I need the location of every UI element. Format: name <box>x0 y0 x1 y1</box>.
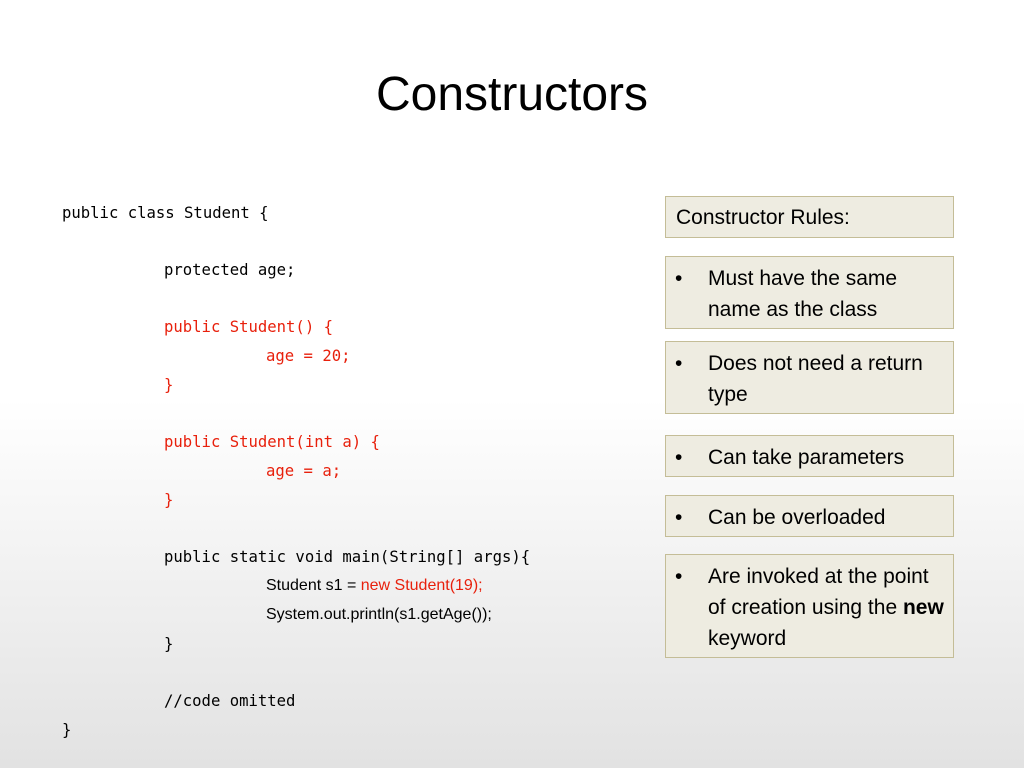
rule-text: Are invoked at the point of creation usi… <box>708 565 944 650</box>
code-line: System.out.println(s1.getAge()); <box>266 606 492 623</box>
code-line: } <box>62 721 72 739</box>
code-line-highlighted: } <box>164 491 174 509</box>
code-text-highlighted: new Student(19); <box>360 577 483 594</box>
code-line-highlighted: public Student() { <box>164 318 333 336</box>
bullet-icon: • <box>675 506 683 529</box>
code-line: Student s1 = new Student(19); <box>266 576 483 596</box>
rule-box: • Can take parameters <box>665 435 954 477</box>
slide-title: Constructors <box>375 68 649 121</box>
rule-text-part: Are invoked at the point of creation usi… <box>708 565 929 619</box>
code-line-highlighted: age = 20; <box>266 347 351 365</box>
rule-text: Does not need a return type <box>708 352 923 406</box>
rule-text: Must have the same name as the class <box>708 267 898 321</box>
code-line-highlighted: public Student(int a) { <box>164 433 380 451</box>
bullet-icon: • <box>675 565 683 588</box>
code-line: public class Student { <box>62 204 269 222</box>
code-line: protected age; <box>164 261 296 279</box>
code-text: Student s1 = <box>266 577 361 594</box>
code-line-highlighted: } <box>164 376 174 394</box>
code-line-highlighted: age = a; <box>266 462 342 480</box>
rule-text: Can be overloaded <box>708 506 886 529</box>
code-line: public static void main(String[] args){ <box>164 548 531 566</box>
rule-box: • Does not need a return type <box>665 341 954 414</box>
keyword-new: new <box>902 596 944 619</box>
rule-box: • Can be overloaded <box>665 495 954 537</box>
bullet-icon: • <box>675 446 683 469</box>
rule-text-part: keyword <box>708 627 787 650</box>
bullet-icon: • <box>675 352 683 375</box>
rules-header-box: Constructor Rules: <box>665 196 954 238</box>
bullet-icon: • <box>675 267 683 290</box>
rule-text: Can take parameters <box>708 446 905 469</box>
rule-box: • Must have the same name as the class <box>665 256 954 329</box>
rules-header: Constructor Rules: <box>676 206 850 229</box>
rule-box: • Are invoked at the point of creation u… <box>665 554 954 658</box>
code-line: } <box>164 635 174 653</box>
code-line: //code omitted <box>164 692 296 710</box>
